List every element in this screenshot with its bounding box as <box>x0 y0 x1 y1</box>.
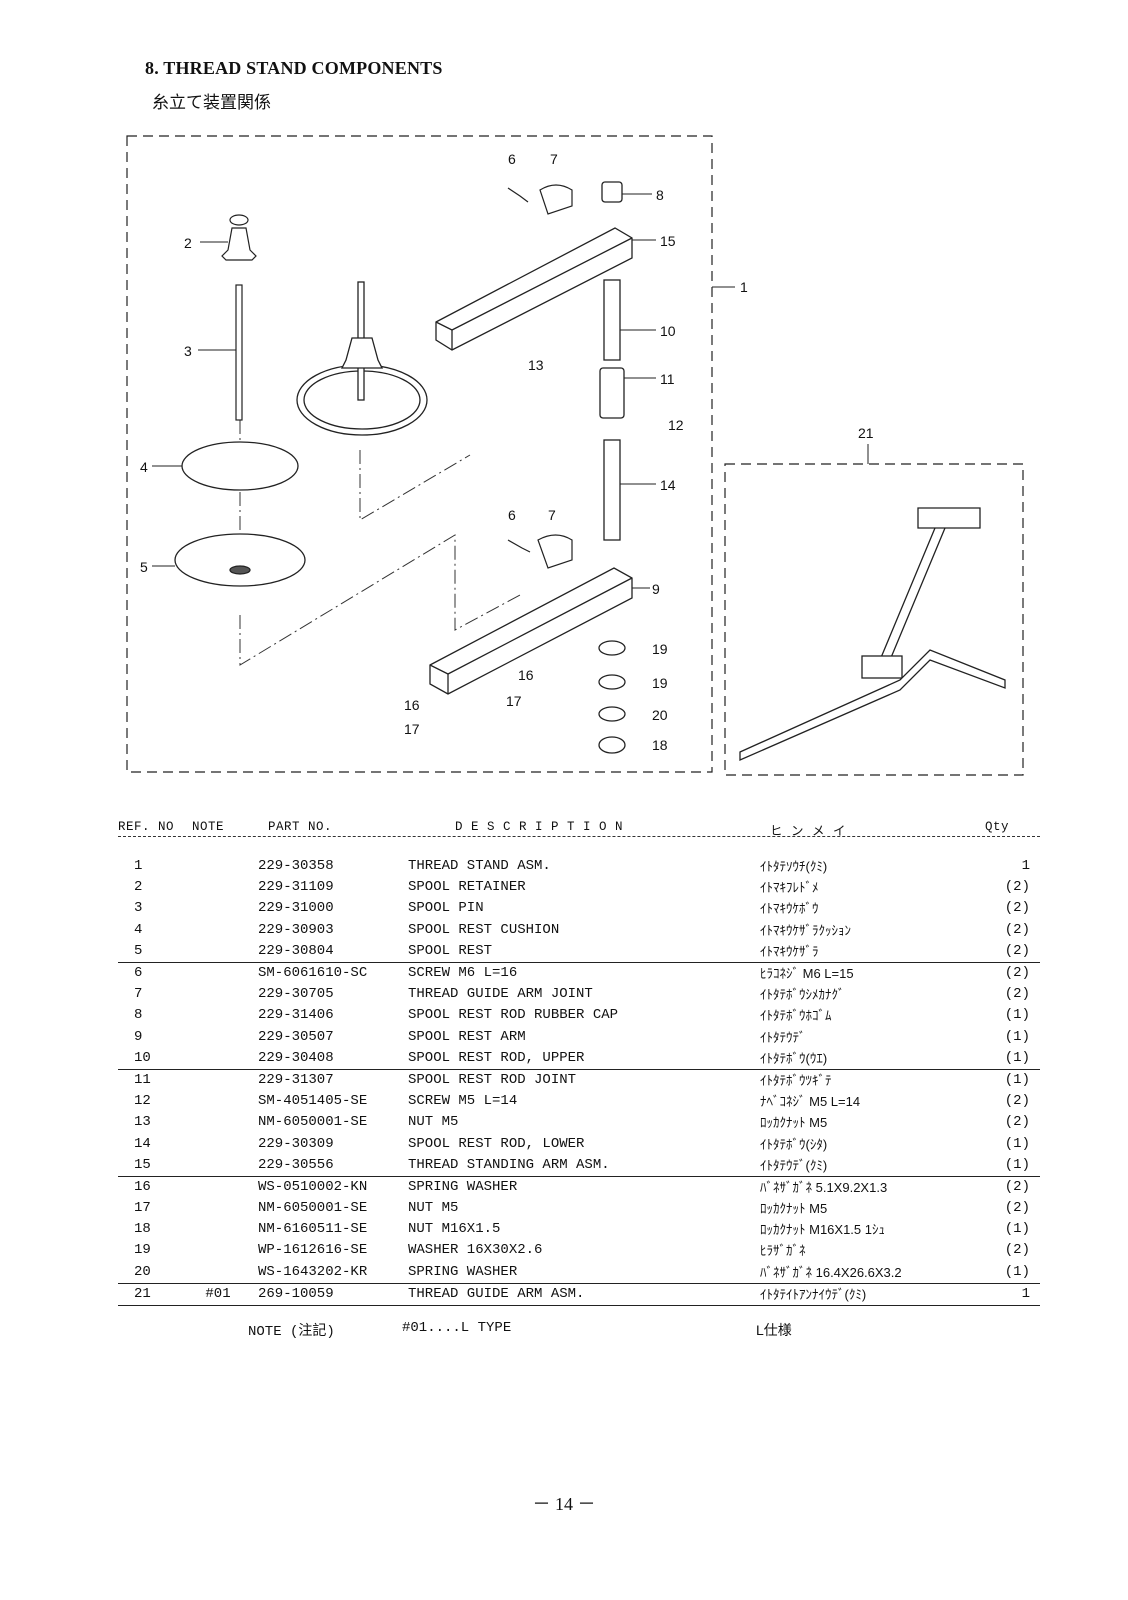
col-header-part: PART NO. <box>268 820 333 834</box>
spool-rest-cushion-icon <box>181 441 299 491</box>
svg-text:18: 18 <box>652 737 668 753</box>
svg-text:5: 5 <box>140 559 148 575</box>
thread-standing-arm-icon <box>435 227 633 351</box>
screw-icon <box>507 187 529 203</box>
page-title: 8. THREAD STAND COMPONENTS <box>145 58 443 78</box>
spool-retainer-icon <box>221 214 257 261</box>
spool-rest-arm-icon <box>429 567 633 695</box>
col-header-qty: Qty <box>985 820 1010 834</box>
svg-text:20: 20 <box>652 707 668 723</box>
svg-text:4: 4 <box>140 459 148 475</box>
exploded-parts-diagram: 6 7 8 15 1 2 3 10 13 11 12 21 4 14 6 7 5… <box>126 135 1024 776</box>
col-header-kana: ヒ ン メ イ <box>770 825 847 839</box>
svg-text:13: 13 <box>528 357 544 373</box>
page-number: － 14 － <box>532 1494 596 1514</box>
main-assembly-frame <box>126 135 713 773</box>
svg-text:19: 19 <box>652 641 668 657</box>
callout-labels: 6 7 8 15 1 2 3 10 13 11 12 21 4 14 6 7 5… <box>140 151 874 753</box>
spool-pin-icon <box>235 284 243 421</box>
header-divider <box>118 836 1040 837</box>
svg-text:19: 19 <box>652 675 668 691</box>
assembled-spool-stand-icon <box>296 281 428 436</box>
svg-text:10: 10 <box>660 323 676 339</box>
svg-text:15: 15 <box>660 233 676 249</box>
svg-text:6: 6 <box>508 151 516 167</box>
svg-text:12: 12 <box>668 417 684 433</box>
note-jp: L仕様 <box>756 1322 792 1338</box>
svg-text:21: 21 <box>858 425 874 441</box>
svg-text:7: 7 <box>550 151 558 167</box>
rod-joint-icon <box>599 367 625 419</box>
svg-text:8: 8 <box>656 187 664 203</box>
washer-icon <box>598 640 626 656</box>
svg-text:14: 14 <box>660 477 676 493</box>
svg-text:9: 9 <box>652 581 660 597</box>
svg-text:1: 1 <box>740 279 748 295</box>
arm-joint-icon <box>539 184 573 215</box>
lower-rod-icon <box>603 439 621 541</box>
thread-guide-arm-icon <box>739 507 1006 761</box>
note-label: NOTE (注記) <box>248 1324 335 1340</box>
svg-text:17: 17 <box>404 721 420 737</box>
note-code: #01....L TYPE <box>402 1320 512 1336</box>
spool-rest-icon <box>174 533 306 587</box>
col-header-note: NOTE <box>192 820 225 834</box>
rubber-cap-icon <box>601 181 623 203</box>
nut-icon <box>598 736 626 754</box>
svg-text:16: 16 <box>518 667 534 683</box>
svg-text:11: 11 <box>660 371 675 387</box>
svg-text:16: 16 <box>404 697 420 713</box>
col-header-description: D E S C R I P T I O N <box>455 820 624 834</box>
svg-text:6: 6 <box>508 507 516 523</box>
svg-text:17: 17 <box>506 693 522 709</box>
svg-text:2: 2 <box>184 235 192 251</box>
svg-text:7: 7 <box>548 507 556 523</box>
page-subtitle: 糸立て装置関係 <box>152 93 271 112</box>
col-header-ref: REF. NO <box>118 820 175 834</box>
assembly-21-frame <box>724 463 1024 776</box>
svg-text:3: 3 <box>184 343 192 359</box>
upper-rod-icon <box>603 279 621 361</box>
